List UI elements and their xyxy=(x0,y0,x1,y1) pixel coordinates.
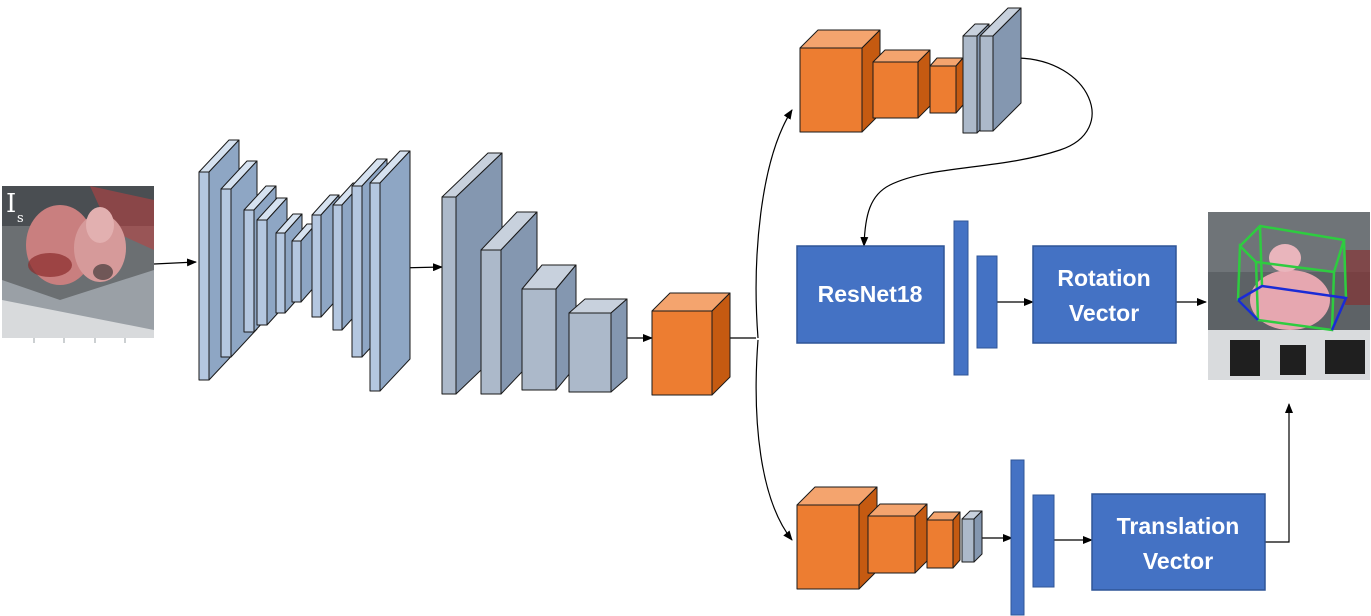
translation-fc-layer-2 xyxy=(1032,494,1055,588)
feature-cube-block xyxy=(651,292,731,396)
translation-branch: Translation Vector xyxy=(1010,459,1266,616)
connectors xyxy=(153,57,1293,544)
arrow-input-to-unet xyxy=(153,258,197,267)
unet-encoder-decoder xyxy=(198,139,411,392)
rotation-vector-label-line2: Vector xyxy=(1069,300,1139,326)
output-image xyxy=(1208,212,1370,380)
translation-head xyxy=(796,486,983,590)
encoder-block-4 xyxy=(568,298,628,393)
encoder-block-3 xyxy=(521,264,577,391)
rotation-head-block-3 xyxy=(929,57,964,114)
rotation-head-block-2 xyxy=(872,49,931,119)
rotation-fc-layer-2 xyxy=(976,255,998,349)
rotation-head xyxy=(799,7,1022,134)
rotation-vector-label-line1: Rotation xyxy=(1057,265,1150,291)
rotation-vector-box xyxy=(1032,245,1177,344)
translation-head-block-4 xyxy=(961,510,983,563)
arrow-rotation-head-to-resnet xyxy=(860,57,1093,247)
unet-layer-10 xyxy=(369,150,411,392)
branch-arrow-down xyxy=(755,339,793,541)
translation-head-block-3 xyxy=(926,511,961,569)
bbox-green-edges xyxy=(1236,224,1346,332)
translation-head-block-2 xyxy=(867,503,928,574)
rotation-fc-layer-1 xyxy=(953,220,969,376)
input-image-subscript: s xyxy=(17,211,24,226)
feature-cube xyxy=(651,292,731,396)
input-image: I s xyxy=(2,186,154,343)
rotation-branch: ResNet18 Rotation Vector xyxy=(796,220,1177,376)
branch-arrow-up xyxy=(755,109,793,339)
arrow-translation-to-output xyxy=(1265,403,1293,543)
feature-encoder xyxy=(441,152,628,395)
translation-vector-label-line2: Vector xyxy=(1143,548,1213,574)
translation-fc-layer-1 xyxy=(1010,459,1025,616)
rotation-head-block-5 xyxy=(979,7,1022,132)
translation-vector-label-line1: Translation xyxy=(1117,513,1240,539)
resnet18-label: ResNet18 xyxy=(818,281,923,307)
translation-head-block-1 xyxy=(796,486,878,590)
rotation-head-block-1 xyxy=(799,29,881,133)
resnet18-box xyxy=(796,245,945,344)
bbox-blue-edges xyxy=(1237,284,1348,331)
input-image-symbol: I xyxy=(6,189,16,219)
translation-vector-box xyxy=(1091,493,1266,591)
